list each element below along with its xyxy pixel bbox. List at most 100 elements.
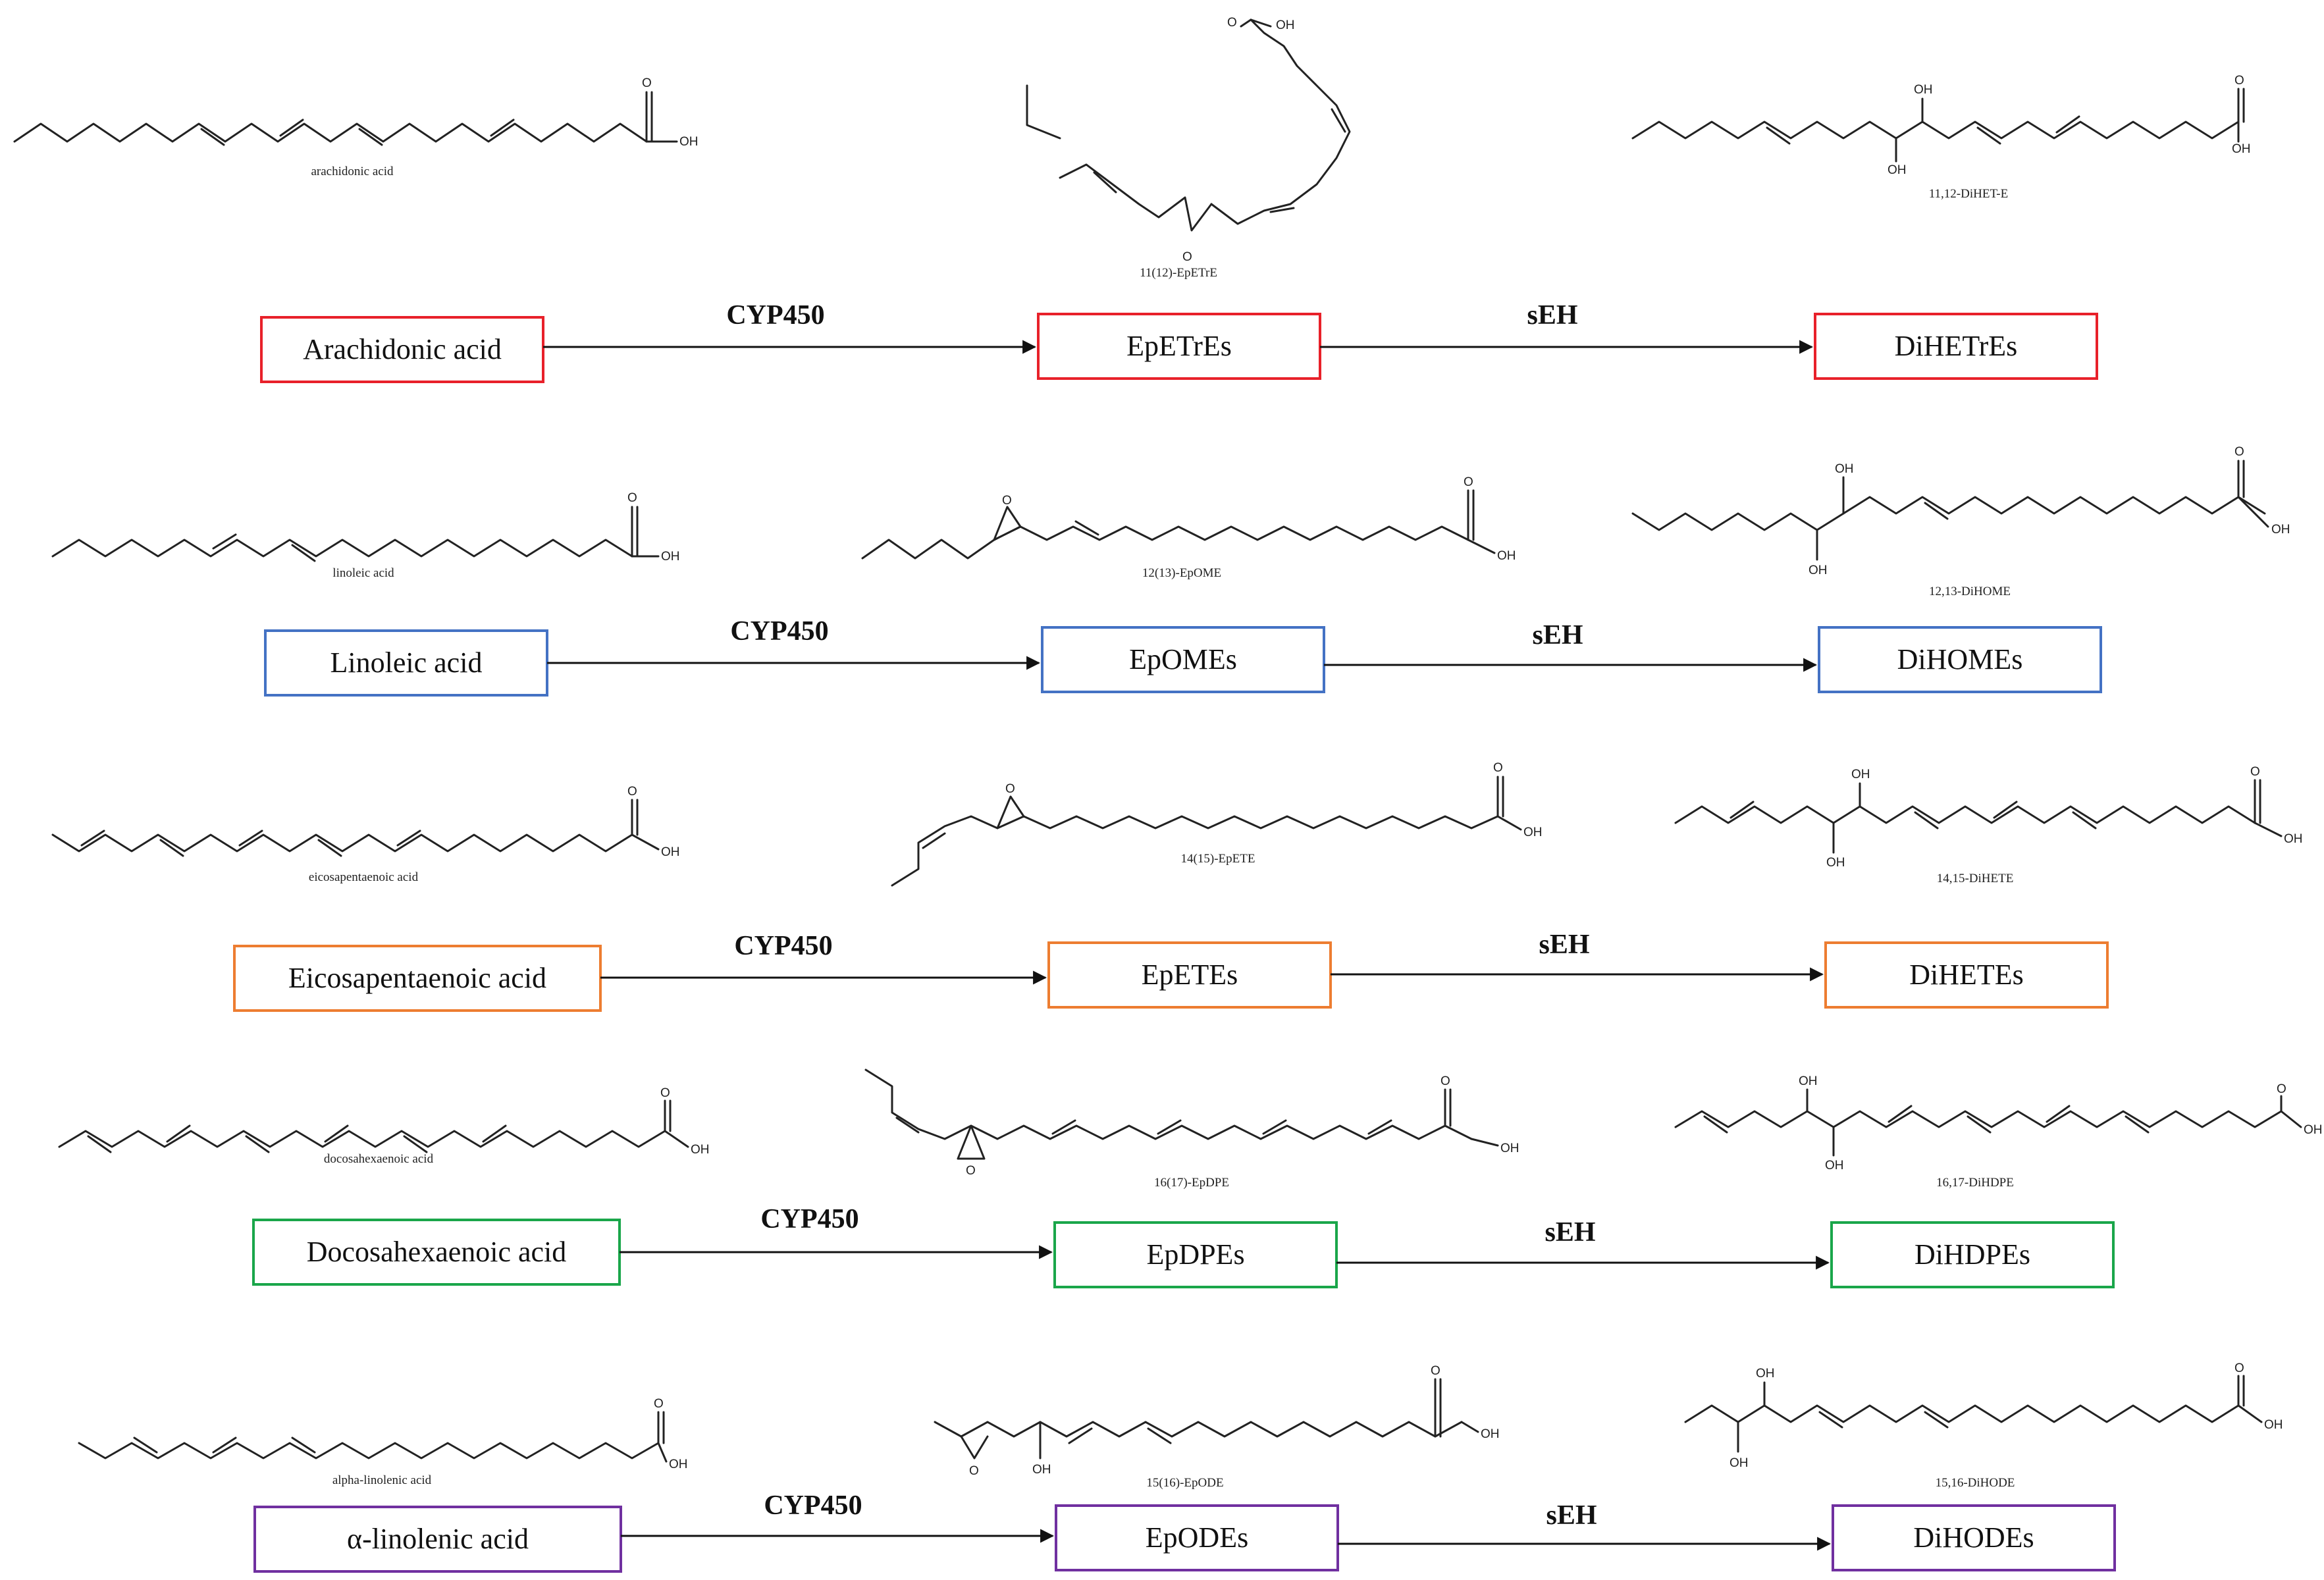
structure-15-16-epode: O OH O OH [934,1364,1500,1478]
carbonyl-oxygen: O [2234,1361,2244,1375]
enzyme-label-cyp450: CYP450 [726,300,824,330]
substrate-label: Docosahexaenoic acid [307,1236,567,1268]
hydroxyl-group: OH [1497,549,1516,563]
structure-12-13-dihome: OH OH O OH [1631,445,2290,577]
epoxide-label: EpOMEs [1129,643,1237,675]
hydroxyl-group: OH [1799,1074,1818,1088]
structure-label-diol: 11,12-DiHET-E [1929,187,2009,201]
carbonyl-oxygen: O [1440,1074,1450,1088]
hydroxyl-group: OH [1851,768,1870,781]
diol-box [1830,1221,2115,1288]
carbonyl-oxygen: O [2234,445,2244,459]
diol-label: DiHODEs [1913,1521,2034,1554]
hydroxyl-group: OH [1276,18,1295,32]
structure-14-15-dihete: OH OH O OH [1674,765,2303,870]
structure-label-epoxide: 16(17)-EpDPE [1154,1176,1229,1190]
structure-alpha-linolenic-acid: O OH [78,1397,688,1471]
pathway-row-alpha-linolenic: O OH alpha-linolenic acid O OH O OH 15(1… [78,1361,2283,1573]
diol-label: DiHETEs [1909,959,2024,991]
structure-label-substrate: alpha-linolenic acid [332,1473,432,1487]
diol-box [1814,313,2098,380]
structure-label-epoxide: 15(16)-EpODE [1146,1476,1223,1490]
epoxide-box [1041,626,1325,693]
structure-linoleic-acid: O OH [51,491,680,564]
structure-11-12-dihete: OH OH O OH [1631,74,2251,177]
structure-eicosapentaenoic-acid: O OH [51,785,680,859]
carbonyl-oxygen: O [627,491,637,505]
diol-label: DiHDPEs [1915,1238,2030,1271]
structure-label-substrate: docosahexaenoic acid [324,1152,434,1166]
hydroxyl-group: OH [679,135,699,149]
structure-label-substrate: arachidonic acid [311,165,394,178]
diol-label: DiHOMEs [1897,643,2023,675]
substrate-label: Arachidonic acid [303,333,502,365]
diol-box [1824,941,2109,1009]
enzyme-label-seh: sEH [1539,930,1589,960]
epoxide-oxygen: O [966,1164,976,1178]
hydroxyl-group: OH [661,550,680,564]
substrate-label: Linoleic acid [330,646,483,679]
carbonyl-oxygen: O [654,1397,664,1411]
enzyme-label-seh: sEH [1545,1217,1595,1248]
hydroxyl-group: OH [1481,1427,1500,1441]
enzyme-label-cyp450: CYP450 [730,616,828,646]
structure-label-epoxide: 11(12)-EpETrE [1140,266,1217,280]
pathway-row-linoleic: O OH linoleic acid O O OH 12(13)-EpOME O… [51,445,2290,697]
pathway-row-arachidonic: O OH arachidonic acid O O OH 11(12)-EpET… [13,16,2251,383]
carbonyl-oxygen: O [1464,475,1473,489]
structure-label-substrate: eicosapentaenoic acid [309,870,419,884]
structure-label-diol: 15,16-DiHODE [1936,1476,2015,1490]
epoxide-oxygen: O [1002,494,1012,508]
hydroxyl-group: OH [1914,83,1933,97]
hydroxyl-group: OH [1826,856,1845,870]
structure-14-15-epete: O O OH [891,761,1543,887]
diol-box [1818,626,2102,693]
hydroxyl-group: OH [1730,1456,1749,1470]
hydroxyl-group: OH [1825,1159,1844,1172]
carbonyl-oxygen: O [1493,761,1503,775]
carbonyl-oxygen: O [1227,16,1237,30]
hydroxyl-group: OH [1523,826,1543,839]
structure-15-16-dihode: OH OH O OH [1684,1361,2283,1470]
hydroxyl-group: OH [2232,142,2251,156]
epoxide-oxygen: O [1182,250,1192,264]
carbonyl-oxygen: O [642,76,652,90]
pathway-row-docosahexaenoic: O OH docosahexaenoic acid O O OH 16(17)-… [58,1068,2323,1288]
hydroxyl-group: OH [1032,1463,1051,1477]
enzyme-label-seh: sEH [1532,620,1583,650]
structure-label-epoxide: 14(15)-EpETE [1181,852,1255,866]
substrate-box [260,316,544,383]
epoxide-box [1053,1221,1338,1288]
hydroxyl-group: OH [1835,462,1854,476]
hydroxyl-group: OH [661,845,680,859]
substrate-label: α-linolenic acid [347,1523,529,1555]
structure-16-17-dihdpe: OH OH O OH [1674,1074,2323,1172]
epoxide-label: EpDPEs [1146,1238,1244,1271]
enzyme-label-cyp450: CYP450 [760,1204,858,1234]
hydroxyl-group: OH [2264,1418,2283,1432]
substrate-box [253,1506,622,1573]
epoxide-label: EpETrEs [1126,330,1232,362]
pathway-row-eicosapentaenoic: O OH eicosapentaenoic acid O O OH 14(15)… [51,761,2303,1012]
structure-label-epoxide: 12(13)-EpOME [1142,566,1221,580]
epoxide-oxygen: O [1005,782,1015,796]
diol-label: DiHETrEs [1895,330,2018,362]
enzyme-label-seh: sEH [1546,1500,1597,1531]
hydroxyl-group: OH [691,1143,710,1157]
carbonyl-oxygen: O [2234,74,2244,88]
hydroxyl-group: OH [2271,523,2290,537]
structure-16-17-epdpe: O O OH [864,1068,1519,1178]
hydroxyl-group: OH [669,1458,688,1471]
structure-12-13-epome: O O OH [861,475,1516,563]
carbonyl-oxygen: O [660,1086,670,1100]
epoxide-oxygen: O [969,1464,979,1478]
hydroxyl-group: OH [1809,564,1828,577]
substrate-label: Eicosapentaenoic acid [288,962,546,994]
enzyme-label-cyp450: CYP450 [764,1490,862,1521]
hydroxyl-group: OH [1888,163,1907,177]
enzyme-label-cyp450: CYP450 [734,931,832,961]
structure-label-diol: 12,13-DiHOME [1929,585,2011,598]
hydroxyl-group: OH [1500,1142,1519,1155]
enzyme-label-seh: sEH [1527,300,1577,330]
